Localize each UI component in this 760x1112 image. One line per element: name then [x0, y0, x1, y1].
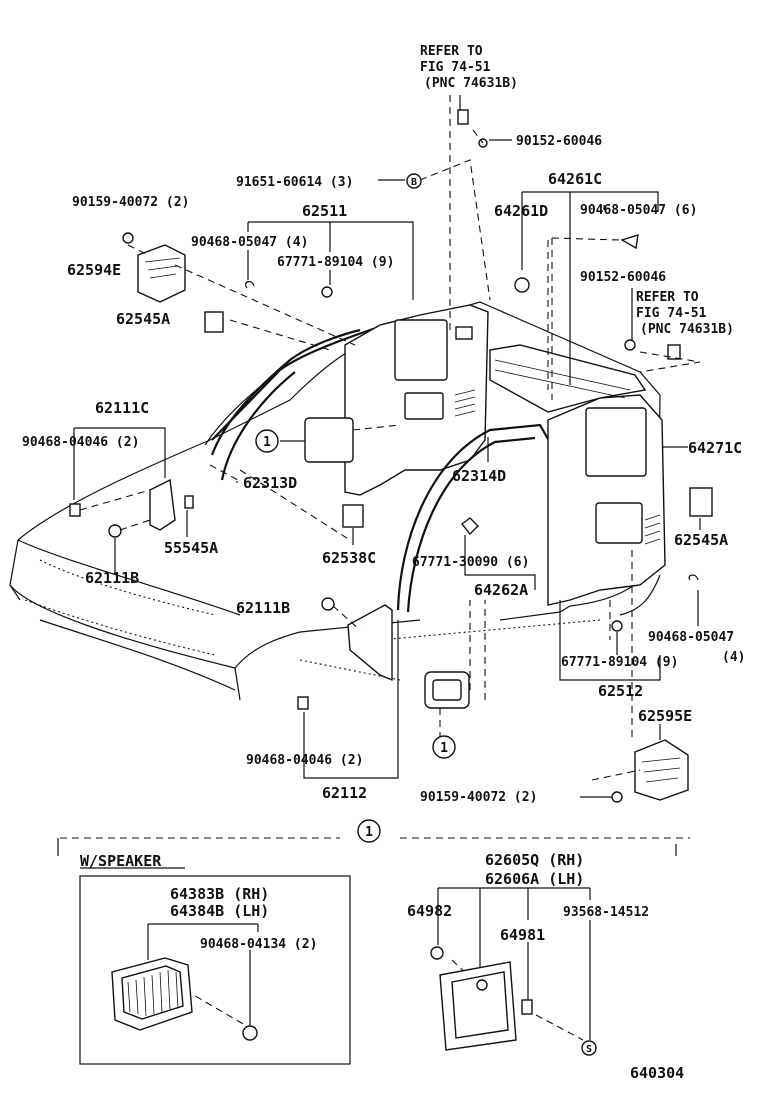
callout-1-left-text: 1: [263, 435, 271, 450]
label-62112: 62112: [322, 784, 367, 802]
label-62545A-left: 62545A: [116, 310, 170, 328]
callout-circle-1-left: [255, 429, 279, 453]
label-90152-60046-right: 90152-60046: [580, 270, 666, 285]
label-62538C: 62538C: [322, 549, 376, 567]
label-90468-05047-6: 90468-05047 (6): [580, 203, 697, 218]
label-67771-89104-9-bottom: 67771-89104 (9): [561, 655, 678, 670]
label-64271C: 64271C: [688, 439, 742, 457]
ref-top-line1: REFER TO: [420, 44, 483, 59]
ref-right-line3: (PNC 74631B): [640, 322, 734, 337]
ref-right-line1: REFER TO: [636, 290, 699, 305]
ref-top-line3: (PNC 74631B): [424, 76, 518, 91]
label-62111B-left: 62111B: [85, 569, 139, 587]
label-90468-04134: 90468-04134 (2): [200, 937, 317, 952]
label-90159-40072-left: 90159-40072 (2): [72, 195, 189, 210]
ref-right-line2: FIG 74-51: [636, 306, 707, 321]
lamp-inset: [430, 887, 591, 1051]
label-64383B: 64383B (RH): [170, 885, 269, 903]
label-64262A: 64262A: [474, 581, 528, 599]
label-62605Q: 62605Q (RH): [485, 851, 584, 869]
label-64981: 64981: [500, 926, 545, 944]
label-62594E: 62594E: [67, 261, 121, 279]
label-64261C: 64261C: [548, 170, 602, 188]
label-62314D: 62314D: [452, 467, 506, 485]
leader-lines: [57, 95, 701, 856]
label-62595E: 62595E: [638, 707, 692, 725]
label-90468-05047-4: 90468-05047 (4): [191, 235, 308, 250]
label-67771-89104-9-top: 67771-89104 (9): [277, 255, 394, 270]
callouts: 1 1 1 B S: [255, 173, 597, 1056]
label-67771-30090-6: 67771-30090 (6): [412, 555, 529, 570]
label-64384B: 64384B (LH): [170, 902, 269, 920]
label-91651-60614: 91651-60614 (3): [236, 175, 353, 190]
label-64982: 64982: [407, 902, 452, 920]
label-90468-04046-2-top: 90468-04046 (2): [22, 435, 139, 450]
callout-b-text: B: [411, 177, 417, 188]
callout-circle-1-section: [357, 819, 381, 843]
label-62111B-mid: 62111B: [236, 599, 290, 617]
small-parts: [69, 109, 713, 803]
callout-1-section-text: 1: [365, 825, 373, 840]
label-90152-60046-top: 90152-60046: [516, 134, 602, 149]
label-90159-40072-right: 90159-40072 (2): [420, 790, 537, 805]
label-qty-4: (4): [722, 650, 745, 665]
label-62313D: 62313D: [243, 474, 297, 492]
label-62545A-right: 62545A: [674, 531, 728, 549]
figure-number: 640304: [630, 1064, 684, 1082]
part-labels: REFER TO FIG 74-51 (PNC 74631B) 90152-60…: [22, 44, 745, 1082]
callout-1-bottom-text: 1: [440, 741, 448, 756]
speaker-inset: [79, 867, 351, 1065]
callout-s-text: S: [586, 1044, 592, 1055]
callout-circle-1-bottom: [432, 735, 456, 759]
callout-circle-b: [406, 173, 422, 189]
label-w-speaker: W/SPEAKER: [80, 852, 162, 870]
callout-circle-s: [581, 1040, 597, 1056]
ref-top-line2: FIG 74-51: [420, 60, 491, 75]
interior-panels: [210, 304, 666, 682]
label-55545A: 55545A: [164, 539, 218, 557]
label-62606A: 62606A (LH): [485, 870, 584, 888]
label-93568-14512: 93568-14512: [563, 905, 649, 920]
label-90468-04046-2-bottom: 90468-04046 (2): [246, 753, 363, 768]
label-62111C: 62111C: [95, 399, 149, 417]
label-64261D: 64261D: [494, 202, 548, 220]
label-62511: 62511: [302, 202, 347, 220]
label-90468-05047-right: 90468-05047: [648, 630, 734, 645]
label-62512: 62512: [598, 682, 643, 700]
